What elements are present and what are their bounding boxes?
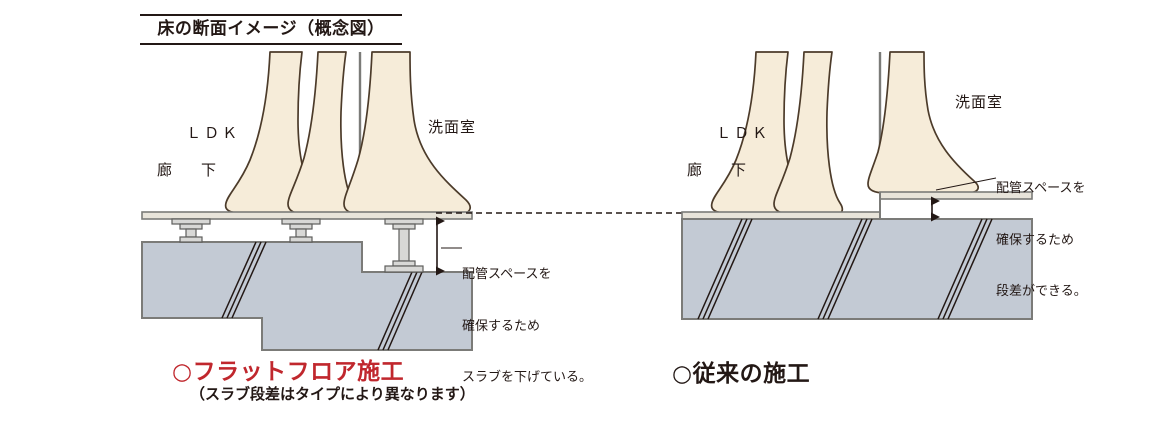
page-title: 床の断面イメージ（概念図） [157, 19, 385, 39]
left-caption-main: ○フラットフロア施工 [172, 359, 405, 385]
right-concrete-slab [681, 218, 1033, 320]
left-ldk-line2: 廊 下 [157, 161, 224, 180]
left-feet-hallway [224, 51, 358, 215]
left-annotation-line2: 確保するため [462, 318, 541, 334]
left-ldk-line1: ＬＤＫ [186, 123, 241, 142]
left-annotation-line1: 配管スペースを [462, 267, 552, 283]
right-feet-hallway [710, 51, 844, 215]
right-annotation: 配管スペースを 確保するため 段差ができる。 [996, 146, 1087, 335]
floor-pedestal [171, 218, 211, 243]
right-annotation-line1: 配管スペースを [996, 181, 1086, 197]
right-note-leader [935, 177, 997, 191]
left-room-label-ldk: ＬＤＫ 廊 下 [155, 105, 240, 218]
right-foot-washroom [867, 51, 979, 194]
right-annotation-line2: 確保するため [996, 232, 1075, 248]
right-caption-main: ○従来の施工 [672, 361, 811, 387]
right-diagram-group [681, 51, 1033, 320]
right-ldk-line2: 廊 下 [687, 161, 754, 180]
right-room-label-washroom: 洗面室 [955, 93, 1004, 111]
left-room-label-washroom: 洗面室 [428, 118, 477, 136]
left-caption-sub: （スラブ段差はタイプにより異なります） [190, 385, 475, 403]
floor-pedestal-tall [384, 218, 424, 273]
right-ldk-line1: ＬＤＫ [716, 123, 771, 142]
floor-pedestal [281, 218, 321, 243]
left-slab-hatching [221, 241, 423, 351]
left-diagram-group [141, 51, 473, 351]
foot-shape [867, 51, 979, 194]
right-room-label-ldk: ＬＤＫ 廊 下 [685, 105, 770, 218]
right-slab-hatching [697, 218, 993, 320]
left-annotation: 配管スペースを 確保するため スラブを下げている。 [462, 232, 592, 421]
section-title-box: 床の断面イメージ（概念図） [140, 14, 402, 45]
right-annotation-line3: 段差ができる。 [996, 284, 1087, 300]
left-concrete-slab [141, 241, 473, 351]
left-annotation-line3: スラブを下げている。 [462, 370, 593, 386]
left-floor-pedestals [171, 218, 424, 273]
